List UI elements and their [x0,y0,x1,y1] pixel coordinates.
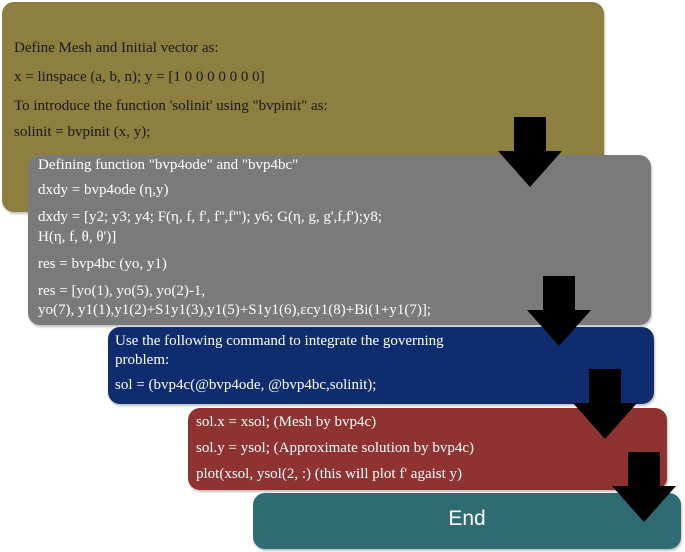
arrow-down-icon [527,276,591,346]
plot-text: plot(xsol, ysol(2, :) (this will plot f'… [196,466,463,482]
solinit-text: solinit = bvpinit (x, y); [14,124,151,140]
define-mesh-text: Define Mesh and Initial vector as: [14,40,219,56]
end-box: End [253,493,681,549]
arrow-down-icon [612,452,676,522]
dxdy-vector-text: dxdy = [y2; y3; y4; F(η, f, f', f'',f'''… [38,209,383,225]
introduce-solinit-text: To introduce the function 'solinit' usin… [14,98,328,114]
defining-functions-text: Defining function "bvp4ode" and "bvp4bc" [38,157,299,173]
res-vector-text: res = [yo(1), yo(5), yo(2)-1, [38,283,206,299]
sol-bvp4c-text: sol = (bvp4c(@bvp4ode, @bvp4bc,solinit); [115,377,377,393]
res-bvp4bc-text: res = bvp4bc (yo, y1) [38,256,167,272]
dxdy-vector-continued-text: H(η, f, θ, θ')] [38,229,117,245]
end-label: End [448,507,486,530]
res-vector-continued-text: yo(7), y1(1),y1(2)+S1y1(3),y1(5)+S1y1(6)… [38,302,431,318]
integrate-text: Use the following command to integrate t… [115,333,444,349]
problem-text: problem: [115,352,170,368]
linspace-text: x = linspace (a, b, n); y = [1 0 0 0 0 0… [14,69,265,85]
arrow-down-icon [498,117,562,187]
sol-x-text: sol.x = xsol; (Mesh by bvp4c) [196,414,377,430]
sol-y-text: sol.y = ysol; (Approximate solution by b… [196,440,475,456]
dxdy-bvp4ode-text: dxdy = bvp4ode (η,y) [38,182,169,198]
arrow-down-icon [573,369,637,439]
